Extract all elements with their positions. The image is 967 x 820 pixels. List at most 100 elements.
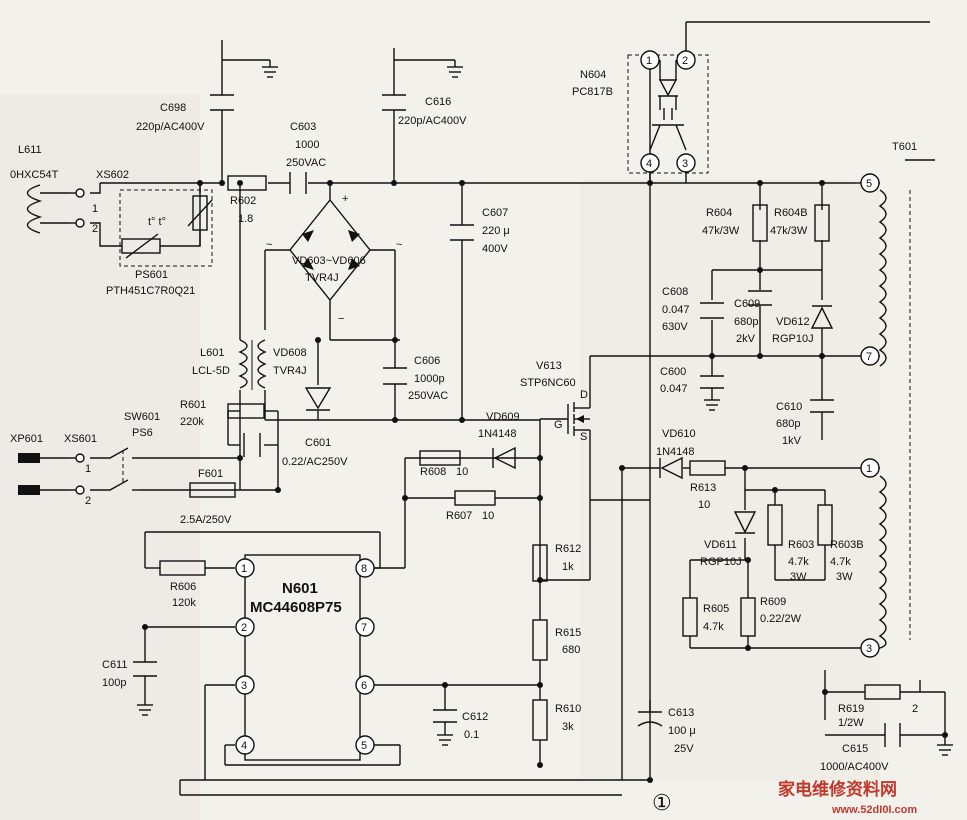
label-vd610: VD610 [662,428,696,440]
label-c698: C698 [160,102,186,114]
label-c613-cap: 100 μ [668,725,696,737]
label-node-2-bottom: 2 [85,495,91,507]
label-r601: R601 [180,399,206,411]
label-r615-value: 680 [562,644,580,656]
label-c608: C608 [662,286,688,298]
label-r604b-value: 47k/3W [770,225,808,237]
label-r613-value: 10 [698,499,710,511]
label-vd612-value: RGP10J [772,333,814,345]
label-ps601-value: PTH451C7R0Q21 [106,285,195,297]
label-r610-value: 3k [562,721,574,733]
ic-pin-5: 5 [361,740,367,752]
opto-pin-1: 1 [646,55,652,67]
label-r613: R613 [690,482,716,494]
label-n601-value: MC44608P75 [250,599,342,616]
label-c616: C616 [425,96,451,108]
label-r603: R603 [788,539,814,551]
label-c615: C615 [842,743,868,755]
label-vd610-value: 1N4148 [656,446,695,458]
label-f601: F601 [198,468,223,480]
label-c609-cap: 680p [734,316,758,328]
label-vd609-value: 1N4148 [478,428,517,440]
label-xp601: XP601 [10,433,43,445]
label-sw601: SW601 [124,411,160,423]
label-c603-volt: 250VAC [286,157,326,169]
label-r603-power: 3W [790,571,807,583]
label-c603-cap: 1000 [295,139,319,151]
ic-pin-7: 7 [361,622,367,634]
label-r610: R610 [555,703,581,715]
label-c608-volt: 630V [662,321,688,333]
label-r603-value: 4.7k [788,556,809,568]
label-c698-value: 220p/AC400V [136,121,205,133]
label-sw601-value: PS6 [132,427,153,439]
label-r619-value: 1/2W [838,717,864,729]
label-c610-cap: 680p [776,418,800,430]
label-c607-volt: 400V [482,243,508,255]
label-r603b: R603B [830,539,864,551]
label-c601: C601 [305,437,331,449]
label-minus: − [338,313,344,325]
label-ps601: PS601 [135,269,168,281]
label-c607: C607 [482,207,508,219]
label-mosfet-d: D [580,389,588,401]
label-c613-volt: 25V [674,743,694,755]
wiring [40,21,946,796]
label-l601: L601 [200,347,224,359]
label-ptc-t: t° t° [148,216,166,228]
label-vd608: VD608 [273,347,307,359]
label-l601-value: LCL-5D [192,365,230,377]
transformer-pin-5: 5 [866,178,872,190]
label-c601-value: 0.22/AC250V [282,456,348,468]
label-r608: R608 [420,466,446,478]
label-c606: C606 [414,355,440,367]
label-c608-cap: 0.047 [662,304,690,316]
label-vd609: VD609 [486,411,520,423]
label-n604: N604 [580,69,606,81]
label-r603b-value: 4.7k [830,556,851,568]
label-xs601: XS601 [64,433,97,445]
label-c606-volt: 250VAC [408,390,448,402]
label-r601-value: 220k [180,416,204,428]
label-r619: R619 [838,703,864,715]
label-r607: R607 [446,510,472,522]
label-l611-value: 0HXC54T [10,169,59,181]
watermark: 家电维修资料网 www.52dI0I.com [778,779,917,816]
label-n604-value: PC817B [572,86,613,98]
label-v613-value: STP6NC60 [520,377,576,389]
label-c610: C610 [776,401,802,413]
ic-pin-1: 1 [241,563,247,575]
component-symbols [18,50,953,783]
label-plus: + [342,193,348,205]
label-tilde-left: ~ [266,239,272,251]
label-vd608-value: TVR4J [273,365,307,377]
label-c615-value: 1000/AC400V [820,761,889,773]
label-r607-value: 10 [482,510,494,522]
transformer-pin-7: 7 [866,351,872,363]
label-r606-value: 120k [172,597,196,609]
label-c612: C612 [462,711,488,723]
label-r602-value: 1.8 [238,213,253,225]
pin-numbers: 1 2 4 3 1 2 3 4 8 7 6 5 5 7 1 3 [241,55,872,752]
label-t601: T601 [892,141,917,153]
label-r608-value: 10 [456,466,468,478]
label-c611: C611 [102,659,127,671]
opto-pin-3: 3 [682,158,688,170]
label-node-1-top: 1 [92,203,98,215]
ic-pin-3: 3 [241,680,247,692]
label-n601[interactable]: N601 [282,580,318,597]
label-r603b-power: 3W [836,571,853,583]
opto-pin-4: 4 [646,158,652,170]
label-r615: R615 [555,627,581,639]
label-c610-volt: 1kV [782,435,802,447]
label-vd611-value: RGP10J [700,556,742,568]
label-l611: L611 [18,144,42,156]
label-f601-value: 2.5A/250V [180,514,232,526]
label-c609: C609 [734,298,760,310]
label-r612: R612 [555,543,581,555]
label-mosfet-g: G [554,419,563,431]
label-xs602: XS602 [96,169,129,181]
label-c612-value: 0.1 [464,729,479,741]
label-r605: R605 [703,603,729,615]
label-node-2-output: 2 [912,703,918,715]
